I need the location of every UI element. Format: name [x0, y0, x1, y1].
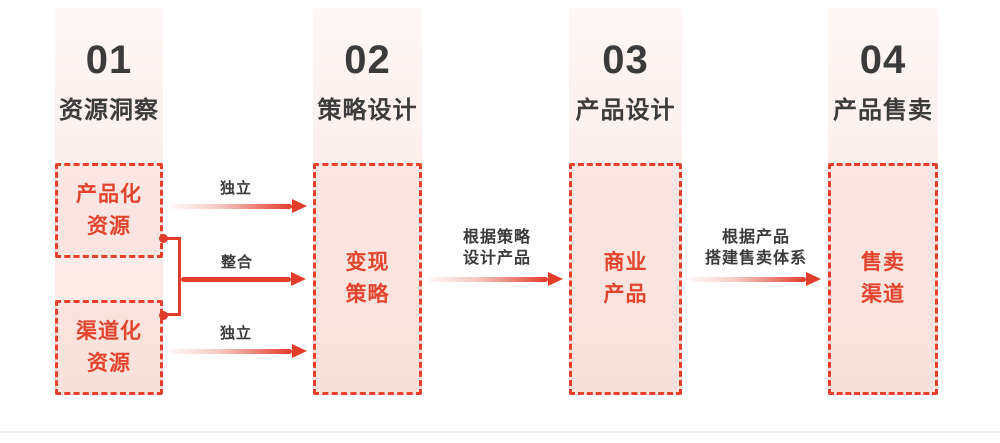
- arrow-label-line: 根据策略: [462, 229, 532, 246]
- arrow-label-line: 根据产品: [721, 229, 791, 246]
- arrowhead-icon: [292, 344, 307, 358]
- box-label-line: 资源: [87, 351, 131, 375]
- arrow-label-product-to-sales: 根据产品 搭建售卖体系: [705, 227, 807, 269]
- step-number-4: 04: [859, 38, 907, 82]
- step-number-2: 02: [344, 38, 391, 82]
- step-title-3: 产品设计: [575, 97, 676, 124]
- arrow-label-independent-bottom: 独立: [219, 325, 253, 342]
- arrow-shaft: [170, 203, 292, 209]
- arrow-strategy-to-product: [428, 272, 563, 286]
- arrowhead-icon: [548, 272, 563, 286]
- column-resource-insight: 01 资源洞察: [55, 8, 163, 395]
- merge-bracket-connector: [163, 237, 181, 316]
- box-label-line: 渠道: [861, 283, 905, 306]
- step-title-4: 产品售卖: [833, 97, 933, 124]
- box-label-line: 商业: [603, 251, 648, 274]
- box-sales-channel: 售卖 渠道: [828, 163, 938, 395]
- box-channelized-resources: 渠道化 资源: [55, 300, 163, 395]
- arrow-independent-bottom: [170, 344, 307, 358]
- step-title-2: 策略设计: [317, 97, 418, 124]
- step-title-1: 资源洞察: [59, 97, 159, 124]
- box-label-line: 变现: [345, 251, 390, 274]
- column-product-sales: 04 产品售卖: [828, 8, 938, 395]
- arrow-shaft: [690, 276, 806, 282]
- box-productized-resources: 产品化 资源: [55, 163, 163, 258]
- box-label-line: 产品: [603, 283, 648, 306]
- box-label-line: 策略: [345, 283, 390, 306]
- box-monetization-strategy: 变现 策略: [313, 163, 422, 395]
- arrow-integrate: [181, 272, 306, 286]
- arrow-label-line: 搭建售卖体系: [704, 250, 808, 267]
- arrow-label-independent-top: 独立: [219, 180, 253, 197]
- arrowhead-icon: [291, 272, 306, 286]
- step-number-1: 01: [85, 38, 133, 82]
- arrow-product-to-sales: [690, 272, 821, 286]
- arrowhead-icon: [292, 199, 307, 213]
- column-strategy-design: 02 策略设计: [313, 8, 422, 395]
- arrow-shaft: [170, 348, 292, 354]
- bottom-divider: [0, 431, 1000, 433]
- column-product-design: 03 产品设计: [569, 8, 682, 395]
- arrow-label-integrate: 整合: [220, 254, 254, 271]
- arrow-shaft: [428, 276, 548, 282]
- arrowhead-icon: [806, 272, 821, 286]
- arrow-shaft: [181, 276, 291, 282]
- box-label-line: 售卖: [861, 251, 905, 274]
- box-label-line: 资源: [87, 214, 131, 238]
- arrow-label-line: 设计产品: [462, 250, 532, 267]
- step-number-3: 03: [602, 38, 649, 82]
- box-label-line: 渠道化: [76, 319, 142, 343]
- box-commercial-product: 商业 产品: [569, 163, 682, 395]
- box-label-line: 产品化: [76, 182, 142, 206]
- arrow-independent-top: [170, 199, 307, 213]
- arrow-label-strategy-to-product: 根据策略 设计产品: [463, 227, 531, 269]
